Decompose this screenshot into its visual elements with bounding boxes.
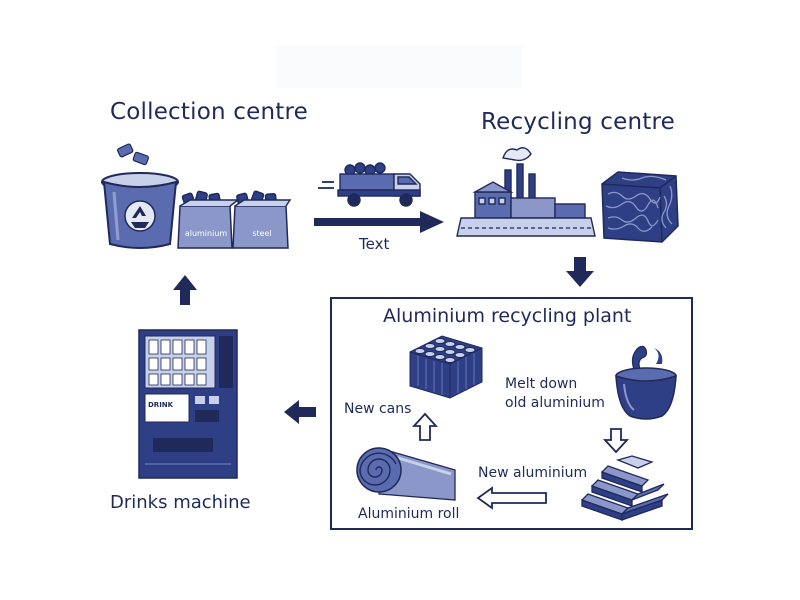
collection-crate-icon [177, 190, 292, 249]
steel-crate-label: steel [252, 229, 272, 238]
aluminium-crate-label: aluminium [184, 229, 228, 238]
ingot-stack-icon [580, 455, 669, 521]
arrow-left-icon [284, 400, 316, 424]
transport-label: Text [359, 235, 390, 253]
aluminium-plant-panel [330, 297, 693, 530]
factory-icon [456, 147, 596, 237]
recycling-bin-icon [101, 143, 179, 249]
new-aluminium-label: New aluminium [478, 465, 588, 481]
drinks-machine-title: Drinks machine [110, 492, 251, 513]
melt-label-line1: Melt down [505, 376, 578, 392]
melting-pot-icon [615, 345, 677, 420]
aluminium-plant-title: Aluminium recycling plant [383, 305, 632, 327]
vending-panel-label: DRINK [148, 401, 174, 409]
blank-header-band [276, 46, 522, 88]
vending-machine-icon [138, 329, 238, 479]
arrow-up-icon [173, 275, 197, 305]
arrow-down-icon [602, 428, 630, 454]
crushed-bale-icon [601, 171, 679, 243]
arrow-down-icon [566, 257, 594, 287]
delivery-truck-icon [318, 162, 421, 207]
recycling-centre-title: Recycling centre [481, 109, 675, 135]
arrow-left-icon [476, 486, 547, 510]
metal-roll-icon [356, 447, 456, 501]
collection-centre-title: Collection centre [110, 99, 308, 125]
aluminium-roll-label: Aluminium roll [358, 506, 460, 522]
can-block-icon [409, 335, 483, 399]
new-cans-label: New cans [344, 401, 412, 417]
arrow-right-icon [314, 211, 444, 233]
melt-label-line2: old aluminium [505, 395, 605, 411]
arrow-up-icon [411, 412, 439, 441]
